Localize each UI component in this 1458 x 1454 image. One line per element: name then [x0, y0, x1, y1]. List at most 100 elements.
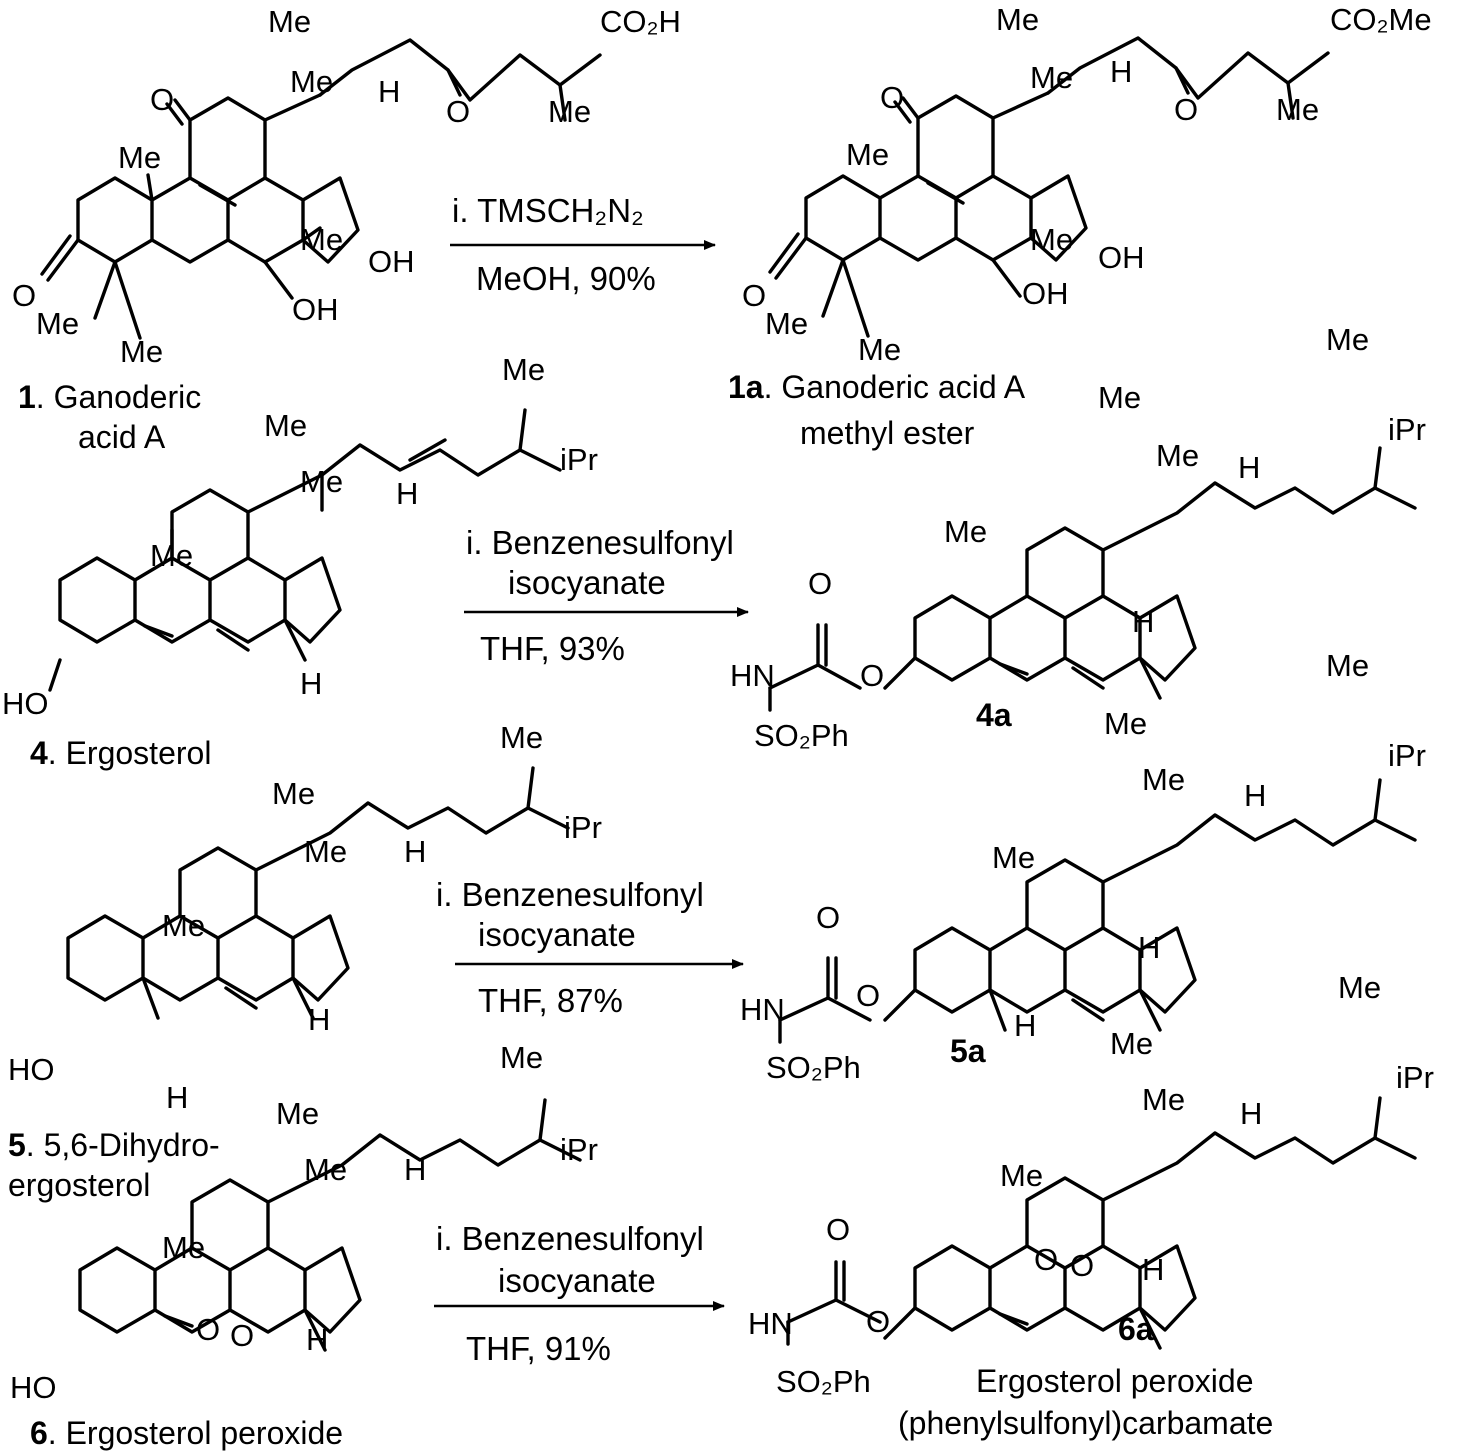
label-me: Me: [304, 834, 347, 869]
compound-5-caption: 5. 5,6-Dihydro-: [8, 1127, 220, 1163]
label-o: O: [1070, 1248, 1094, 1283]
label-ho: HO: [8, 1052, 55, 1087]
label-oh: OH: [292, 292, 339, 327]
label-me: Me: [944, 514, 987, 549]
compound-6-number: 6: [30, 1415, 48, 1451]
label-o: O: [808, 566, 832, 601]
compound-1a-name-line-1: . Ganoderic acid A: [764, 369, 1026, 405]
compound-1a-caption: 1a. Ganoderic acid A: [728, 369, 1026, 405]
label-ho: HO: [10, 1370, 57, 1405]
reaction-2-conditions: THF, 93%: [480, 630, 625, 667]
label-me: Me: [1326, 322, 1369, 357]
compound-5-name-line-2: ergosterol: [8, 1167, 150, 1203]
label-h: H: [1138, 930, 1160, 965]
label-me: Me: [300, 464, 343, 499]
label-o: O: [816, 900, 840, 935]
label-oh: OH: [1098, 240, 1145, 275]
compound-4a-structure: [883, 446, 1417, 700]
label-so2ph: SO₂Ph: [776, 1364, 871, 1399]
compound-5-number: 5: [8, 1127, 26, 1163]
label-o: O: [150, 82, 174, 117]
label-o: O: [866, 1304, 890, 1339]
label-h: H: [300, 666, 322, 701]
reaction-2-reagent-line-1: i. Benzenesulfonyl: [466, 524, 734, 561]
compound-6a-name-line-1: Ergosterol peroxide: [976, 1363, 1253, 1399]
compound-1-structure: [40, 38, 602, 340]
label-o: O: [446, 94, 470, 129]
label-me: Me: [290, 64, 333, 99]
compound-4-caption: 4. Ergosterol: [30, 735, 211, 771]
compound-4a-number: 4a: [976, 697, 1012, 733]
label-me: Me: [858, 332, 901, 367]
label-me: Me: [1098, 380, 1141, 415]
compound-4-structure: [48, 408, 562, 692]
label-h: H: [1110, 54, 1132, 89]
label-me: Me: [502, 352, 545, 387]
label-me: Me: [1110, 1026, 1153, 1061]
compound-1a-number: 1a: [728, 369, 764, 405]
label-o: O: [742, 278, 766, 313]
label-h: H: [1238, 450, 1260, 485]
label-o: O: [856, 978, 880, 1013]
label-me: Me: [162, 908, 205, 943]
compound-1-name-line-1: . Ganoderic: [36, 379, 201, 415]
label-me: Me: [846, 137, 889, 172]
compound-6-structure: [78, 1098, 582, 1352]
reaction-3-reagent-line-2: isocyanate: [478, 916, 636, 953]
label-oh: OH: [368, 244, 415, 279]
label-ipr: iPr: [1396, 1060, 1434, 1095]
label-me: Me: [996, 2, 1039, 37]
compound-1-number: 1: [18, 379, 36, 415]
label-me: Me: [500, 720, 543, 755]
label-me: Me: [150, 538, 193, 573]
label-me: Me: [1276, 92, 1319, 127]
label-me: Me: [162, 1230, 205, 1265]
label-hn: HN: [730, 658, 775, 693]
label-h: H: [404, 1152, 426, 1187]
label-h: H: [306, 1322, 328, 1357]
reaction-4-conditions: THF, 91%: [466, 1330, 611, 1367]
label-h: H: [1132, 604, 1154, 639]
reaction-4-reagent-line-1: i. Benzenesulfonyl: [436, 1220, 704, 1257]
label-h: H: [1014, 1008, 1036, 1043]
label-me: Me: [992, 840, 1035, 875]
compound-6a-name-line-2: (phenylsulfonyl)carbamate: [898, 1405, 1273, 1441]
compound-5-name-line-1: . 5,6-Dihydro-: [26, 1127, 220, 1163]
label-ipr: iPr: [564, 810, 602, 845]
label-me: Me: [1142, 762, 1185, 797]
label-o: O: [196, 1312, 220, 1347]
compound-5a-number: 5a: [950, 1033, 986, 1069]
label-me: Me: [300, 222, 343, 257]
label-me: Me: [1142, 1082, 1185, 1117]
label-h: H: [378, 74, 400, 109]
reaction-3-conditions: THF, 87%: [478, 982, 623, 1019]
label-me: Me: [1030, 60, 1073, 95]
label-me: Me: [120, 334, 163, 369]
label-o: O: [12, 278, 36, 313]
carbamate-6a: [786, 1260, 882, 1346]
label-so2ph: SO₂Ph: [754, 718, 849, 753]
label-o: O: [860, 658, 884, 693]
compound-1a-structure: [768, 36, 1330, 338]
label-h: H: [166, 1080, 188, 1115]
compound-1-name-line-2: acid A: [78, 419, 166, 455]
label-me: Me: [765, 306, 808, 341]
label-me: Me: [1000, 1158, 1043, 1193]
label-o: O: [1034, 1242, 1058, 1277]
label-me: Me: [304, 1152, 347, 1187]
label-co2h: CO₂H: [600, 4, 681, 39]
label-me: Me: [268, 4, 311, 39]
label-ho: HO: [2, 686, 49, 721]
reaction-2-reagent-line-2: isocyanate: [508, 564, 666, 601]
label-o: O: [230, 1318, 254, 1353]
label-me: Me: [118, 140, 161, 175]
reaction-1-reagent: i. TMSCH₂N₂: [452, 192, 644, 229]
label-so2ph: SO₂Ph: [766, 1050, 861, 1085]
label-h: H: [404, 834, 426, 869]
compound-1a-name-line-2: methyl ester: [800, 415, 975, 451]
compound-4-name-line-1: . Ergosterol: [48, 735, 212, 771]
label-o: O: [826, 1212, 850, 1247]
compound-5a-structure: [883, 778, 1417, 1032]
compound-6-name-line-1: . Ergosterol peroxide: [48, 1415, 343, 1451]
label-me: Me: [500, 1040, 543, 1075]
